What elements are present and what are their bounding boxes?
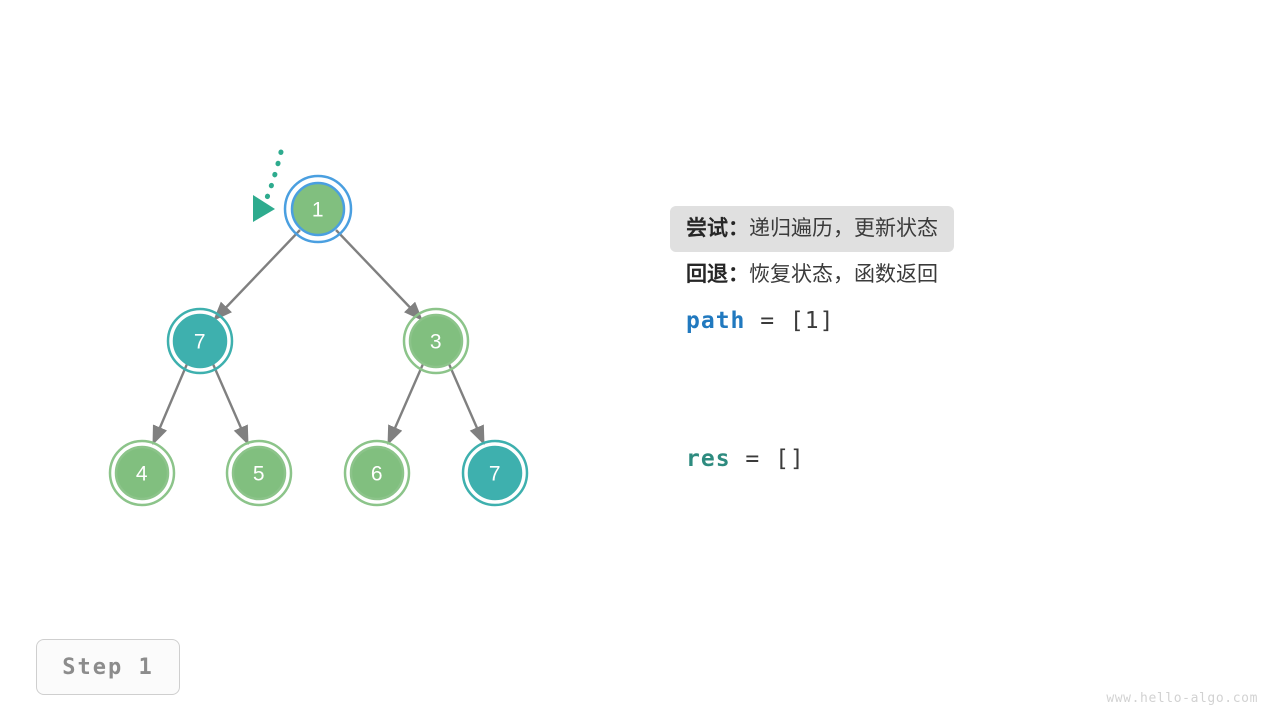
tree-node-5[interactable]: 5 bbox=[225, 439, 293, 507]
tree-node-3-circle bbox=[408, 313, 464, 369]
tree-node-6-outer-ring bbox=[343, 439, 411, 507]
tree-node-1-outer-ring bbox=[283, 174, 353, 244]
try-line-wrapper: 尝试：递归遍历，更新状态 bbox=[670, 206, 1246, 252]
tree-node-7-left-label: 7 bbox=[194, 331, 206, 354]
tree-node-7-left-circle bbox=[172, 313, 228, 369]
pointer-arrowhead-icon bbox=[253, 195, 275, 222]
tree-node-7-left[interactable]: 7 bbox=[166, 307, 234, 375]
edge-1-to-7l bbox=[213, 229, 301, 321]
tree-node-3-label: 3 bbox=[430, 331, 442, 354]
step-badge: Step 1 bbox=[36, 639, 180, 695]
tree-node-6[interactable]: 6 bbox=[343, 439, 411, 507]
tree-node-1-circle bbox=[290, 181, 346, 237]
path-state-line: path = [1] bbox=[686, 298, 1246, 344]
try-line-keyword: 尝试： bbox=[686, 217, 749, 240]
tree-node-7-right-outer-ring bbox=[461, 439, 529, 507]
path-variable-name: path bbox=[686, 308, 746, 334]
recursion-pointer bbox=[253, 149, 284, 222]
res-variable-value: = [] bbox=[730, 446, 805, 472]
try-line-text: 递归遍历，更新状态 bbox=[749, 217, 938, 240]
tree-node-5-label: 5 bbox=[253, 463, 265, 486]
try-line: 尝试：递归遍历，更新状态 bbox=[670, 206, 954, 252]
tree-node-6-label: 6 bbox=[371, 463, 383, 486]
tree-node-4-outer-ring bbox=[108, 439, 176, 507]
tree-node-6-circle bbox=[349, 445, 405, 501]
tree-node-1-label: 1 bbox=[312, 199, 324, 222]
edge-7l-to-4 bbox=[151, 363, 189, 446]
tree-node-4-circle bbox=[114, 445, 170, 501]
tree-node-1[interactable]: 1 bbox=[283, 174, 353, 244]
backtrack-line: 回退：恢复状态，函数返回 bbox=[686, 252, 1246, 298]
tree-node-5-circle bbox=[231, 445, 287, 501]
tree-node-7-right-circle bbox=[467, 445, 523, 501]
edge-7l-to-5 bbox=[211, 363, 250, 446]
tree-node-3-outer-ring bbox=[402, 307, 470, 375]
code-spacer-line-2 bbox=[686, 390, 1246, 436]
res-variable-name: res bbox=[686, 446, 731, 472]
edge-3-to-6 bbox=[386, 363, 425, 446]
binary-tree-graphic: 1 7 3 4 bbox=[108, 149, 529, 507]
tree-node-7-right[interactable]: 7 bbox=[461, 439, 529, 507]
pointer-dotted-curve bbox=[263, 149, 284, 203]
tree-node-4[interactable]: 4 bbox=[108, 439, 176, 507]
tree-node-7-left-outer-ring bbox=[166, 307, 234, 375]
res-state-line: res = [] bbox=[686, 436, 1246, 482]
backtrack-line-keyword: 回退： bbox=[686, 263, 749, 286]
explanation-panel: 尝试：递归遍历，更新状态 回退：恢复状态，函数返回 path = [1] res… bbox=[670, 206, 1246, 482]
tree-node-5-outer-ring bbox=[225, 439, 293, 507]
tree-edges bbox=[151, 229, 486, 446]
tree-node-4-label: 4 bbox=[136, 463, 148, 486]
tree-node-3[interactable]: 3 bbox=[402, 307, 470, 375]
watermark-text: www.hello-algo.com bbox=[1106, 691, 1258, 706]
watermark: www.hello-algo.com bbox=[1106, 691, 1258, 706]
tree-node-7-right-label: 7 bbox=[489, 463, 501, 486]
edge-1-to-3 bbox=[335, 229, 423, 321]
tree-nodes: 1 7 3 4 bbox=[108, 174, 529, 507]
edge-3-to-7r bbox=[447, 363, 486, 446]
code-spacer-line-1 bbox=[686, 344, 1246, 390]
backtrack-line-text: 恢复状态，函数返回 bbox=[749, 263, 938, 286]
path-variable-value: = [1] bbox=[745, 308, 835, 334]
step-badge-label: Step 1 bbox=[62, 654, 154, 680]
backtrack-line-wrapper: 回退：恢复状态，函数返回 bbox=[686, 252, 1246, 298]
